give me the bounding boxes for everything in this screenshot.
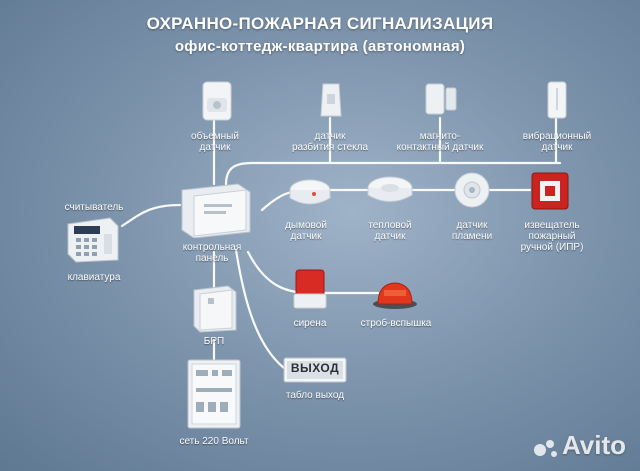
exit-sign-text: ВЫХОД	[290, 361, 340, 375]
control-panel-icon	[180, 182, 252, 243]
exit-sign-icon	[283, 357, 347, 388]
wire-keypad	[120, 203, 182, 228]
diagram-title: ОХРАННО-ПОЖАРНАЯ СИГНАЛИЗАЦИЯ	[146, 14, 494, 33]
power-cabinet-label: сеть 220 Вольт	[179, 436, 249, 447]
siren-label: сирена	[293, 318, 327, 329]
keypad-label: клавиатура	[67, 272, 121, 283]
reader-label: считыватель	[64, 202, 124, 213]
exit-sign-label: табло выход	[285, 390, 345, 401]
backup-power-unit-label: БРП	[203, 336, 225, 347]
glass-break-sensor-icon	[317, 80, 345, 125]
power-cabinet-icon	[186, 358, 242, 435]
manual-call-point-icon	[530, 171, 570, 216]
flame-detector-icon	[452, 170, 492, 215]
smoke-detector-icon	[286, 176, 334, 215]
avito-watermark: Avito	[562, 430, 627, 460]
backup-power-unit-icon	[192, 284, 238, 339]
motion-sensor-icon	[199, 80, 235, 127]
strobe-light-icon	[370, 278, 420, 315]
wire-exit	[234, 248, 286, 370]
heat-detector-icon	[364, 174, 416, 213]
strobe-light-label: строб-вспышка	[360, 318, 432, 329]
vibration-sensor-icon	[543, 80, 571, 125]
diagram-subtitle: офис-коттедж-квартира (автономная)	[174, 38, 466, 55]
wire-top-bus	[224, 161, 562, 187]
magnetic-contact-sensor-label: магнито-контактный датчик	[396, 131, 484, 153]
avito-logo-icon	[534, 440, 557, 457]
siren-icon	[290, 268, 330, 317]
keypad-icon	[66, 216, 120, 269]
magnetic-contact-sensor-icon	[420, 78, 460, 123]
